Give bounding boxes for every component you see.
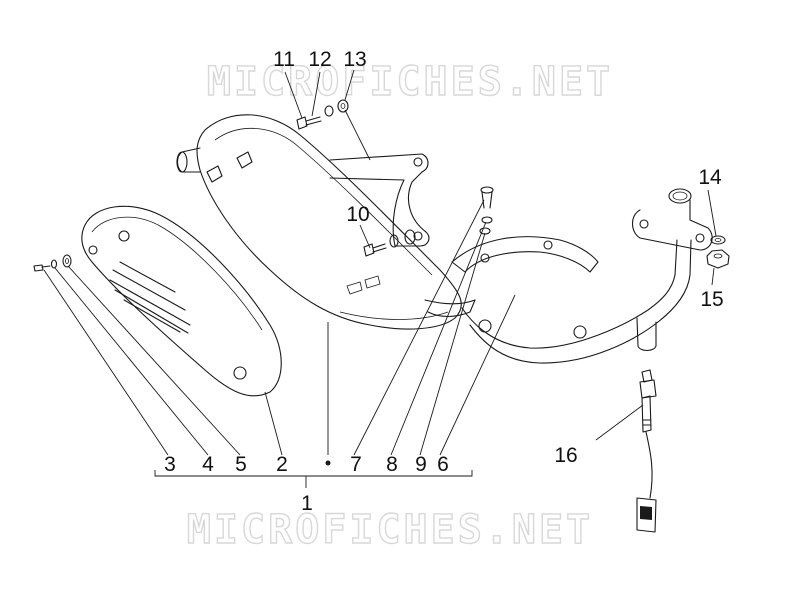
callout-8: 8 — [386, 453, 398, 476]
callout-4: 4 — [202, 453, 214, 476]
callout-7: 7 — [350, 453, 362, 476]
callout-3: 3 — [164, 453, 176, 476]
watermark-top: MICROFICHES.NET — [207, 59, 613, 105]
muffler-support-bracket — [329, 153, 430, 247]
callout-5: 5 — [235, 453, 247, 476]
callout-labels: 1 2 3 4 5 6 7 8 9 10 11 12 13 14 15 16 — [164, 48, 724, 515]
flange-washer-and-nut — [706, 235, 730, 269]
callout-11: 11 — [273, 48, 295, 71]
callout-15: 15 — [700, 288, 723, 311]
vertical-bolt-stack — [479, 186, 494, 235]
callout-12: 12 — [308, 48, 331, 71]
leader-lines — [43, 69, 717, 488]
curved-mounting-plate — [451, 236, 599, 273]
callout-13: 13 — [343, 48, 366, 71]
exhaust-pipe — [461, 188, 713, 364]
callout-2: 2 — [276, 453, 288, 476]
shield-screw-and-washers — [33, 254, 72, 272]
callout-1: 1 — [301, 492, 313, 515]
upper-bolt-assembly — [296, 99, 349, 130]
callout-10: 10 — [346, 203, 369, 226]
lambda-sensor — [636, 369, 657, 533]
callout-16: 16 — [554, 444, 577, 467]
middle-bolt-assembly — [363, 229, 416, 257]
callout-6: 6 — [437, 453, 449, 476]
watermark-bottom: MICROFICHES.NET — [187, 507, 593, 553]
callout-9: 9 — [415, 453, 427, 476]
muffler-body — [176, 114, 476, 330]
heat-shield-guard — [81, 205, 282, 397]
callout-14: 14 — [698, 166, 722, 189]
